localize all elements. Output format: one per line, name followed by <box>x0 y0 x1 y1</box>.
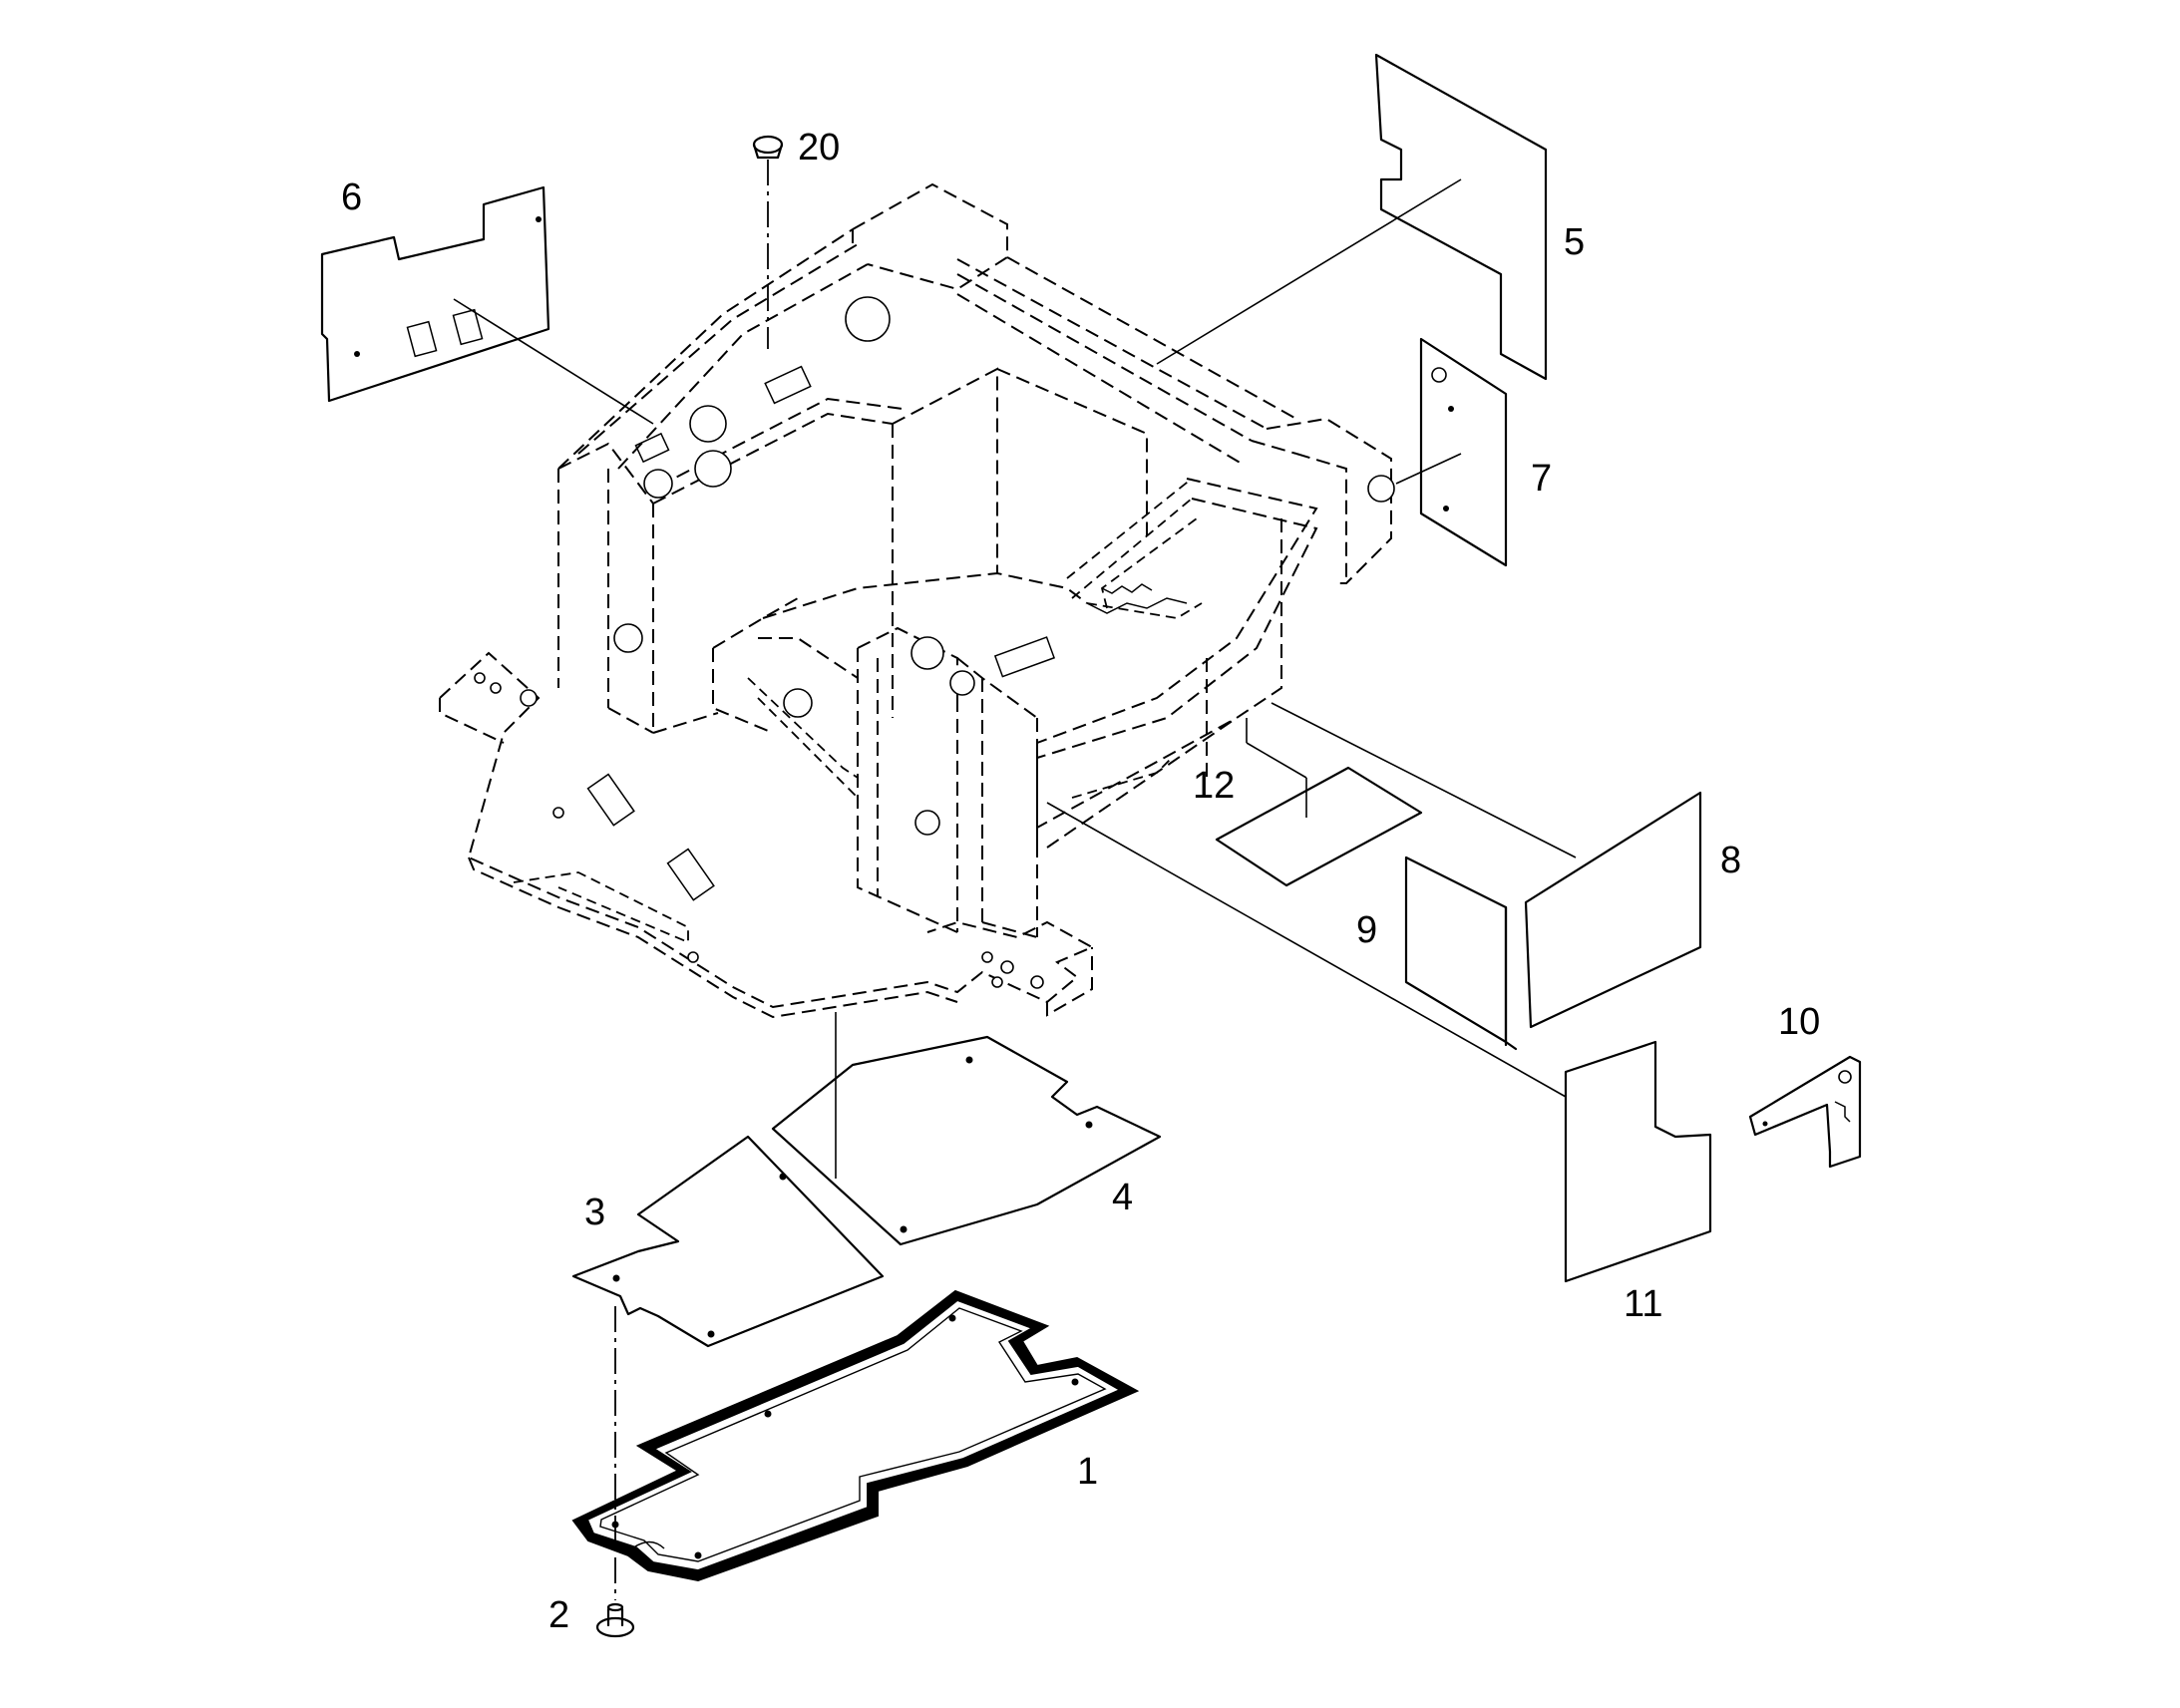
panel-part-7 <box>1395 337 1508 567</box>
label-10: 10 <box>1778 1001 1820 1043</box>
panel-part-3 <box>571 1135 885 1348</box>
label-20: 20 <box>798 127 840 169</box>
panel-part-8 <box>1271 702 1702 1029</box>
fastener-part-2 <box>595 1306 635 1638</box>
panel-part-10 <box>1748 1055 1862 1169</box>
panel-part-6 <box>320 185 654 425</box>
label-3: 3 <box>584 1192 605 1233</box>
label-2: 2 <box>548 1594 569 1636</box>
panel-part-4 <box>771 1012 1162 1246</box>
cab-frame <box>439 182 1395 1019</box>
panel-part-11 <box>1046 802 1712 1283</box>
panel-part-9 <box>1404 855 1518 1051</box>
label-5: 5 <box>1564 221 1585 263</box>
floor-mat-part-1 <box>571 1289 1140 1582</box>
label-8: 8 <box>1720 840 1741 881</box>
panel-part-5 <box>1156 53 1548 381</box>
plug-part-20 <box>752 135 784 349</box>
label-1: 1 <box>1077 1451 1098 1493</box>
panel-part-12 <box>1215 718 1423 887</box>
label-9: 9 <box>1356 909 1377 951</box>
label-7: 7 <box>1531 458 1552 500</box>
label-12: 12 <box>1193 765 1235 807</box>
label-11: 11 <box>1624 1283 1662 1325</box>
callout-labels: 1 2 3 4 5 6 7 8 9 10 11 12 20 <box>341 127 1820 1636</box>
label-6: 6 <box>341 176 362 218</box>
label-4: 4 <box>1112 1177 1133 1218</box>
